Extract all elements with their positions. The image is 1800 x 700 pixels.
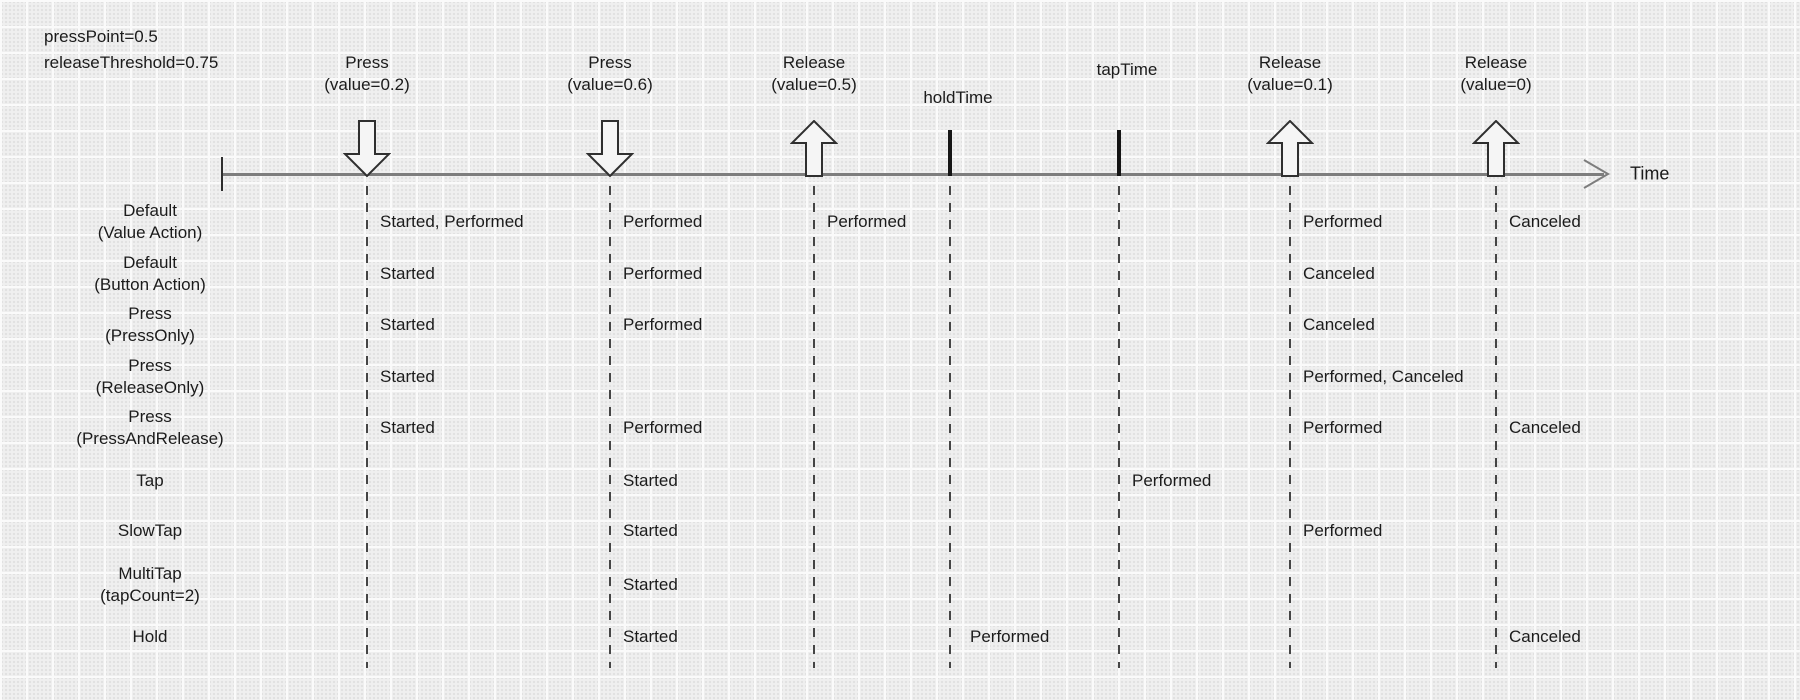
- timeline-start-tick: [221, 157, 223, 191]
- event-callback-label: Performed: [1303, 521, 1383, 540]
- event-callback-label: Performed: [1303, 418, 1383, 437]
- event-callback-label: Performed: [1303, 212, 1383, 231]
- down-arrow-icon: [343, 120, 391, 177]
- event-callback-label: Performed, Canceled: [1303, 367, 1464, 386]
- marker-label-press-0-6: Press (value=0.6): [567, 53, 653, 94]
- down-arrow-icon: [586, 120, 634, 177]
- event-callback-label: Canceled: [1303, 264, 1375, 283]
- event-dashed-line: [1495, 186, 1497, 668]
- row-label-press-pressandrelease: Press (PressAndRelease): [76, 407, 224, 448]
- marker-label-holdtime: holdTime: [923, 88, 993, 107]
- event-callback-label: Started: [380, 264, 435, 283]
- marker-label-release-0-1: Release (value=0.1): [1247, 53, 1333, 94]
- row-label-tap: Tap: [136, 471, 164, 490]
- up-arrow-icon: [1266, 120, 1314, 177]
- event-callback-label: Canceled: [1509, 627, 1581, 646]
- up-arrow-icon: [790, 120, 838, 177]
- event-callback-label: Started: [623, 627, 678, 646]
- config-note: pressPoint=0.5 releaseThreshold=0.75: [44, 27, 219, 72]
- event-dashed-line: [1118, 186, 1120, 668]
- event-callback-label: Started: [623, 471, 678, 490]
- event-callback-label: Performed: [1132, 471, 1212, 490]
- row-label-multitap: MultiTap (tapCount=2): [100, 564, 200, 605]
- event-dashed-line: [1289, 186, 1291, 668]
- event-callback-label: Started: [623, 575, 678, 594]
- event-callback-label: Performed: [623, 264, 703, 283]
- event-callback-label: Canceled: [1509, 212, 1581, 231]
- event-callback-label: Performed: [623, 315, 703, 334]
- event-callback-label: Started: [623, 521, 678, 540]
- event-callback-label: Started: [380, 315, 435, 334]
- event-callback-label: Performed: [970, 627, 1050, 646]
- event-callback-label: Performed: [623, 212, 703, 231]
- event-callback-label: Started: [380, 367, 435, 386]
- marker-label-taptime: tapTime: [1096, 60, 1158, 79]
- marker-label-release-0-5: Release (value=0.5): [771, 53, 857, 94]
- axis-arrowhead-icon: [1583, 159, 1610, 189]
- row-label-default-value-action: Default (Value Action): [97, 201, 203, 242]
- marker-label-press-0-2: Press (value=0.2): [324, 53, 410, 94]
- event-dashed-line: [949, 186, 951, 668]
- event-callback-label: Canceled: [1509, 418, 1581, 437]
- marker-label-release-0: Release (value=0): [1460, 53, 1532, 94]
- event-callback-label: Canceled: [1303, 315, 1375, 334]
- event-callback-label: Performed: [623, 418, 703, 437]
- event-dashed-line: [366, 186, 368, 668]
- taptime-tick: [1117, 130, 1121, 176]
- event-callback-label: Started: [380, 418, 435, 437]
- holdtime-tick: [948, 130, 952, 176]
- event-callback-label: Started, Performed: [380, 212, 524, 231]
- event-callback-label: Performed: [827, 212, 907, 231]
- row-label-default-button-action: Default (Button Action): [94, 253, 206, 294]
- row-label-press-pressonly: Press (PressOnly): [105, 304, 195, 345]
- row-label-slowtap: SlowTap: [117, 521, 183, 540]
- row-label-press-releaseonly: Press (ReleaseOnly): [95, 356, 205, 397]
- timeline-axis: [222, 173, 1604, 176]
- time-axis-label: Time: [1630, 163, 1670, 184]
- up-arrow-icon: [1472, 120, 1520, 177]
- event-dashed-line: [813, 186, 815, 668]
- row-label-hold: Hold: [132, 627, 168, 646]
- event-dashed-line: [609, 186, 611, 668]
